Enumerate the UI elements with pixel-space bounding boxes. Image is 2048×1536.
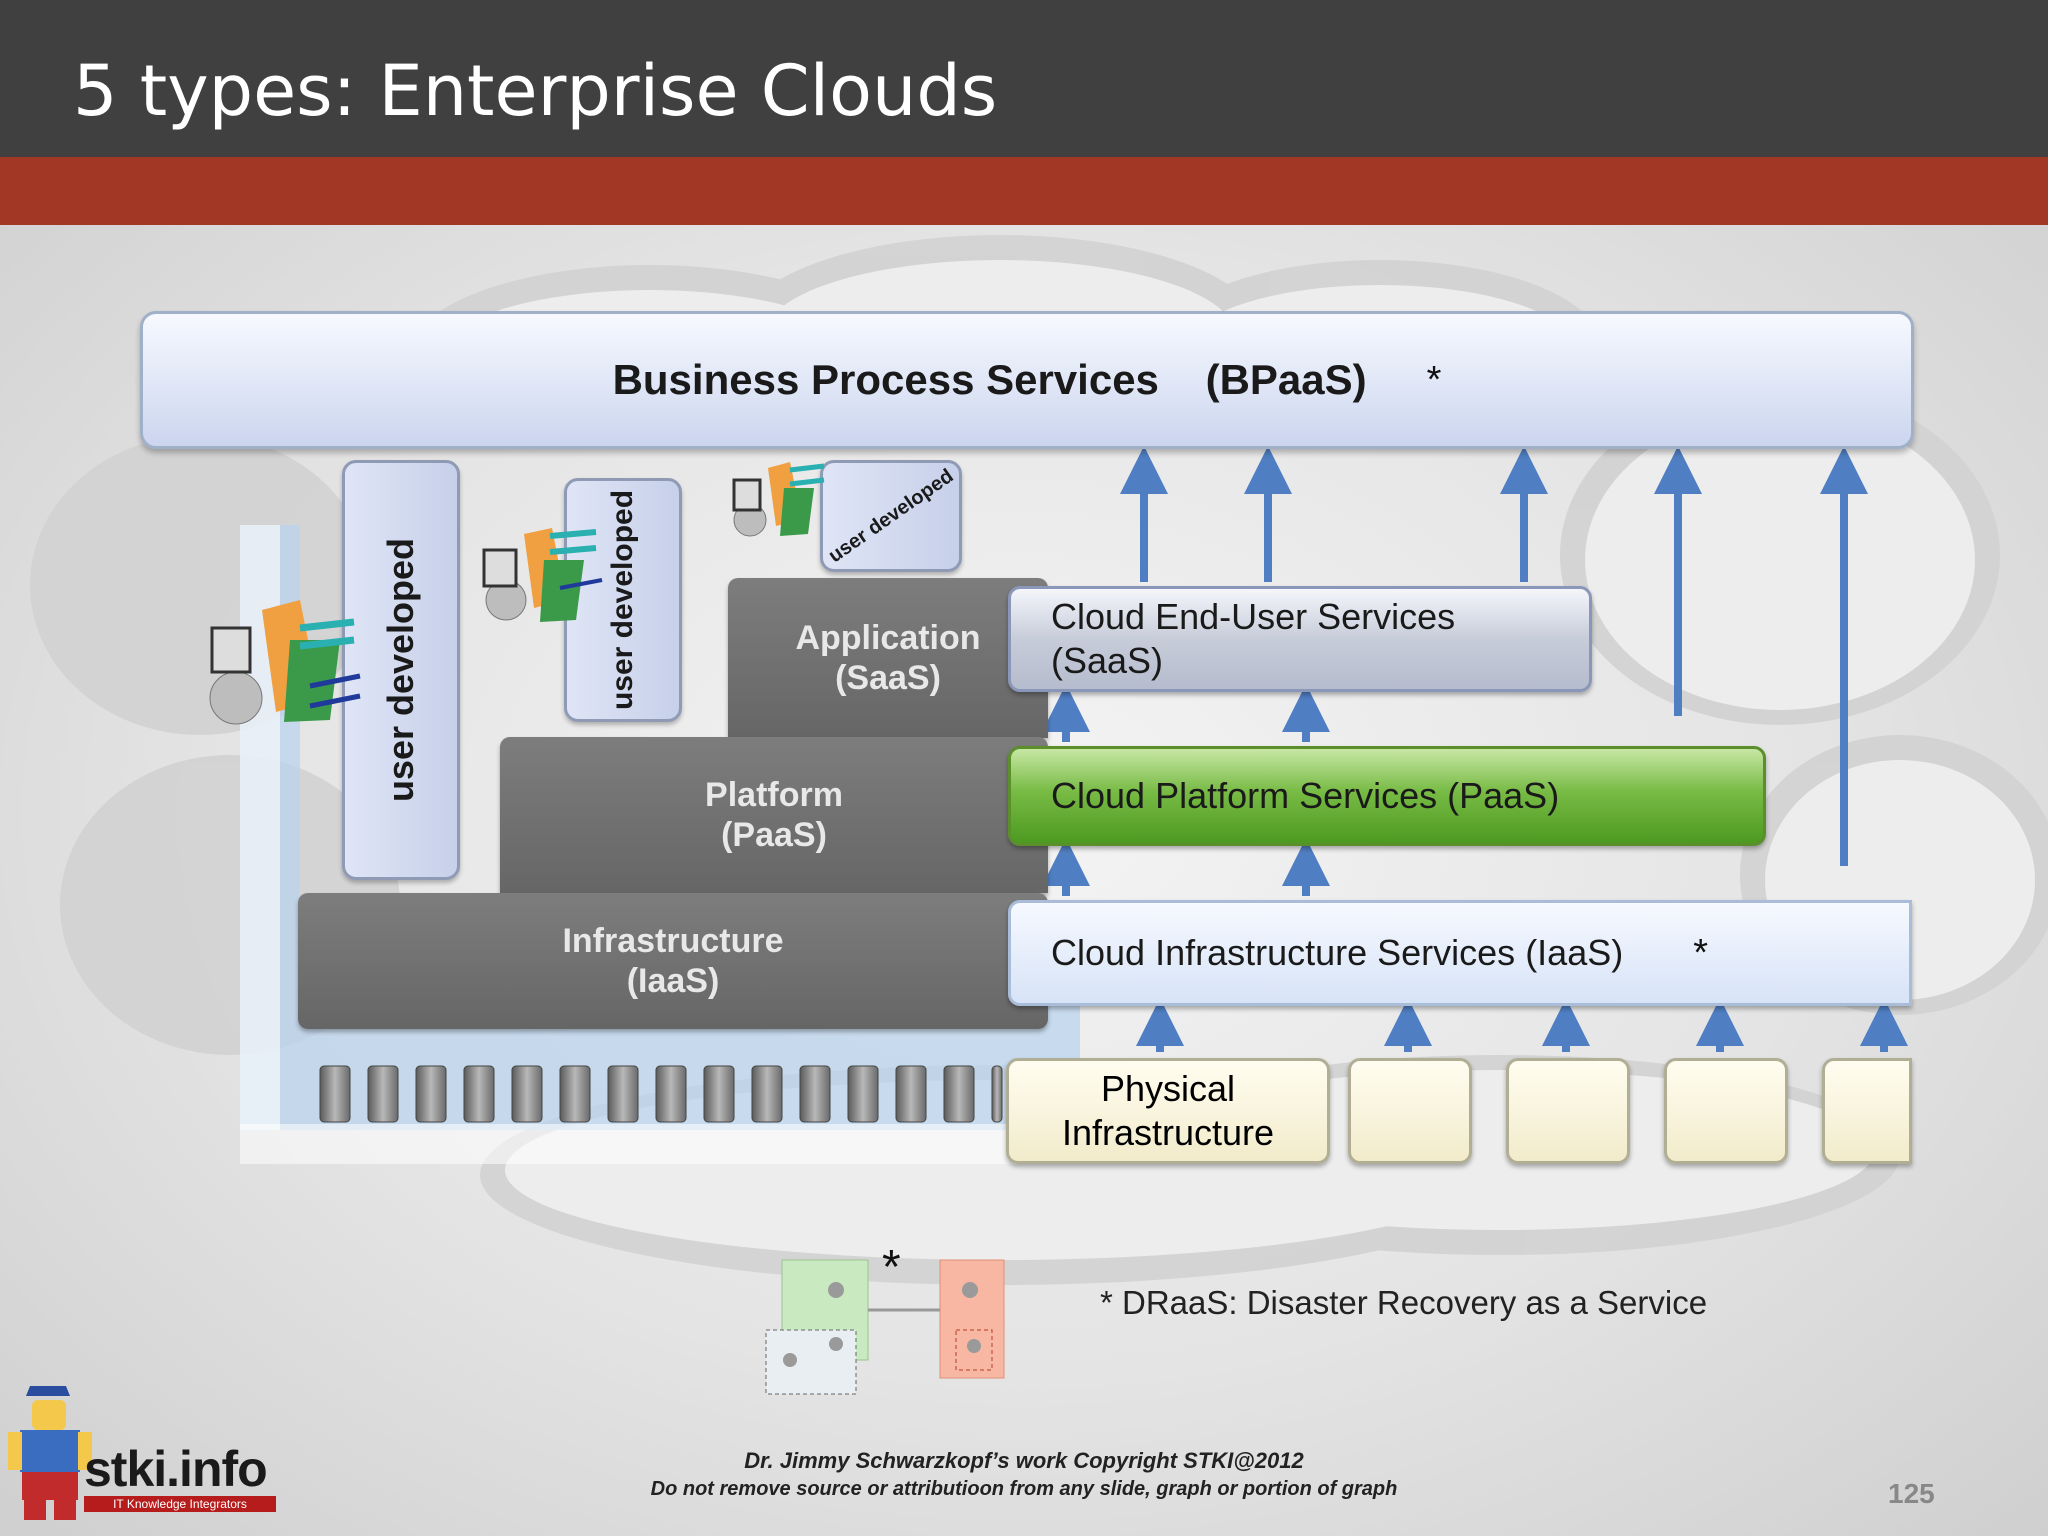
physical-resource-box	[1506, 1058, 1630, 1164]
infrastructure-type-label: (IaaS)	[626, 962, 720, 1000]
infrastructure-label: Infrastructure	[562, 922, 784, 960]
title-bar: 5 types: Enterprise Clouds	[0, 0, 2048, 157]
draas-footnote: * DRaaS: Disaster Recovery as a Service	[1100, 1284, 1708, 1321]
physical-infrastructure-box: Physical Infrastructure	[1006, 1058, 1330, 1164]
logo-tagline: IT Knowledge Integrators	[84, 1496, 276, 1512]
footer-copyright: Dr. Jimmy Schwarzkopf’s work Copyright S…	[744, 1448, 1304, 1473]
physical-line-1: Physical	[1100, 1068, 1236, 1109]
physical-resource-box	[1822, 1058, 1912, 1164]
developer-figure-1	[209, 600, 361, 725]
paas-label: Cloud Platform Services (PaaS)	[1051, 775, 1560, 816]
developer-figure-3	[732, 462, 825, 537]
physical-line-2: Infrastructure	[1061, 1112, 1275, 1153]
infrastructure-iaas-layer: Infrastructure (IaaS)	[298, 893, 1048, 1029]
cloud-iaas-box: Cloud Infrastructure Services (IaaS) *	[1008, 900, 1912, 1006]
cloud-paas-box: Cloud Platform Services (PaaS)	[1008, 746, 1766, 846]
footer-attribution: Do not remove source or attributioon fro…	[650, 1478, 1398, 1500]
platform-label: Platform	[705, 776, 843, 814]
cloud-saas-box: Cloud End-User Services (SaaS)	[1008, 586, 1592, 692]
user-developed-box-3: user developed	[820, 460, 962, 572]
bpaas-label: Business Process Services (BPaaS)	[612, 356, 1367, 403]
saas-line-1: Cloud End-User Services	[1051, 596, 1456, 637]
user-developed-box-1: user developed	[342, 460, 460, 880]
slide-title: 5 types: Enterprise Clouds	[73, 50, 998, 132]
logo-text: stki.info	[84, 1441, 268, 1497]
developer-figure-2	[482, 528, 603, 622]
application-saas-layer: Application (SaaS)	[728, 578, 1048, 738]
application-label: Application	[795, 619, 981, 657]
physical-resource-box	[1348, 1058, 1472, 1164]
platform-paas-layer: Platform (PaaS)	[500, 737, 1048, 893]
physical-resource-box	[1664, 1058, 1788, 1164]
application-type-label: (SaaS)	[835, 659, 941, 697]
bpaas-asterisk: *	[1426, 358, 1442, 401]
draas-asterisk: *	[882, 1241, 901, 1294]
iaas-asterisk: *	[1693, 931, 1709, 974]
accent-bar	[0, 157, 2048, 225]
bpaas-bar: Business Process Services (BPaaS) *	[140, 311, 1914, 449]
platform-type-label: (PaaS)	[721, 816, 827, 854]
iaas-label: Cloud Infrastructure Services (IaaS)	[1051, 932, 1624, 973]
saas-line-2: (SaaS)	[1051, 640, 1164, 681]
page-number: 125	[1888, 1478, 1935, 1509]
